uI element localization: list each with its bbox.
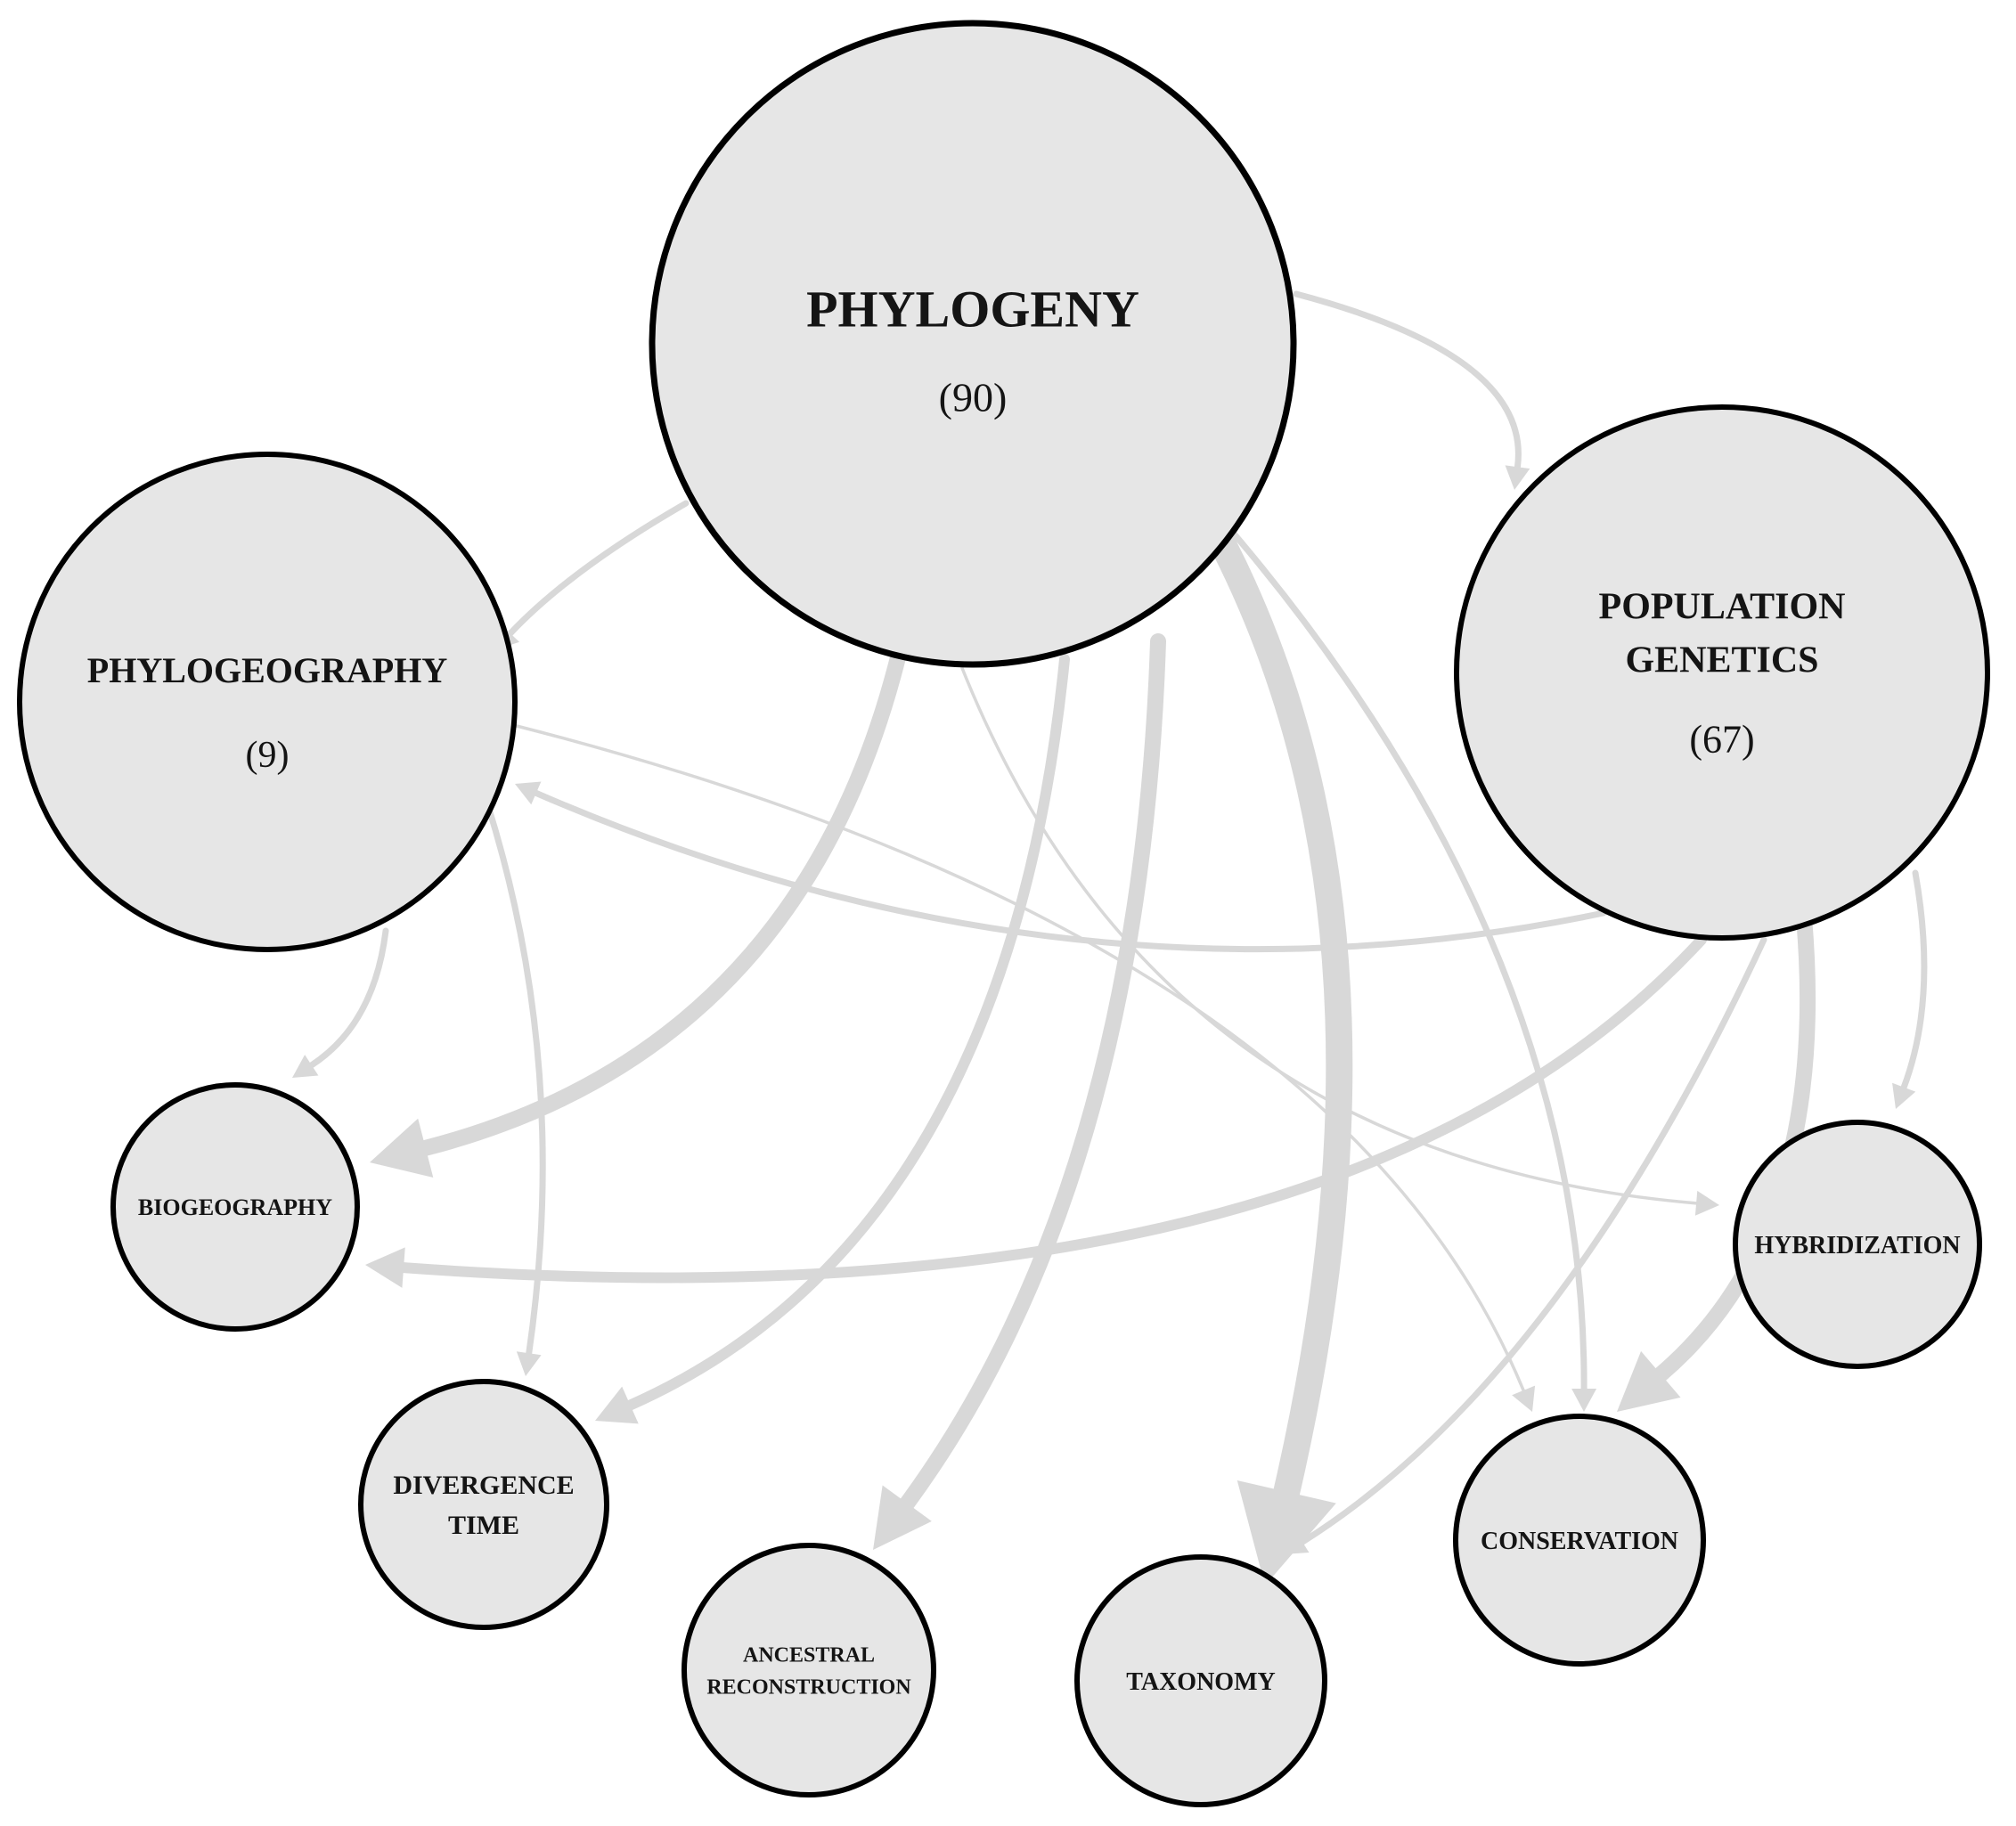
edge-line [1900, 869, 1928, 1091]
edge-arrowhead [515, 781, 542, 805]
node-biogeography: BIOGEOGRAPHY [110, 1082, 360, 1332]
edge-arrowhead [1694, 1190, 1719, 1216]
edge-line [960, 666, 1698, 1205]
node-count: (9) [246, 735, 290, 776]
edge-line [507, 500, 690, 637]
edge-arrowhead [1512, 1385, 1536, 1412]
edge-arrowhead [516, 1351, 542, 1376]
edge-phylogeny-to-phylogeography [494, 500, 690, 650]
node-label: BIOGEOGRAPHY [138, 1194, 332, 1220]
edge-population-genetics-to-taxonomy [1283, 936, 1767, 1554]
node-circle [1454, 404, 1990, 941]
edge-phylogeny-to-biogeography [370, 642, 908, 1178]
node-label: CONSERVATION [1481, 1528, 1678, 1555]
edge-arrowhead [1505, 465, 1530, 490]
nodes-layer: PHYLOGENY (90) PHYLOGEOGRAPHY (9) POPULATION… [17, 20, 1990, 1807]
edge-phylogeny-to-divergence-time [595, 654, 1070, 1424]
node-hybridization: HYBRIDIZATION [1733, 1120, 1982, 1369]
edge-line [624, 654, 1070, 1411]
edge-line [417, 642, 908, 1156]
edge-population-genetics-to-hybridization [1892, 869, 1928, 1109]
node-label: DIVERGENCE [393, 1471, 574, 1500]
node-circle [17, 452, 518, 952]
node-circle [649, 20, 1297, 668]
edge-arrowhead [1237, 1480, 1336, 1586]
edge-line [485, 803, 546, 1357]
edge-arrowhead [1283, 1531, 1310, 1554]
node-label: HYBRIDIZATION [1754, 1232, 1960, 1259]
edge-arrowhead [370, 1118, 434, 1178]
node-count: (90) [939, 374, 1008, 420]
edge-line [515, 724, 1525, 1392]
edge-phylogeny-to-taxonomy [1185, 485, 1353, 1586]
node-label: GENETICS [1625, 640, 1818, 681]
edge-arrowhead [1892, 1082, 1916, 1109]
node-label: PHYLOGENY [806, 280, 1139, 338]
edge-line [1208, 504, 1587, 1392]
edge-phylogeny-to-ancestral-reconstruction [873, 633, 1166, 1550]
node-label: TIME [448, 1511, 519, 1540]
edge-arrowhead [873, 1485, 932, 1550]
node-population-genetics: POPULATION GENETICS (67) [1454, 404, 1990, 941]
edge-arrowhead [1617, 1350, 1681, 1412]
edge-phylogeny-to-hybridization [960, 666, 1719, 1216]
node-taxonomy: TAXONOMY [1074, 1554, 1327, 1807]
edge-phylogeny-to-population-genetics [1293, 290, 1530, 490]
edge-line [899, 633, 1166, 1512]
node-phylogeography: PHYLOGEOGRAPHY (9) [17, 452, 518, 952]
edge-line [308, 927, 389, 1069]
node-phylogeny: PHYLOGENY (90) [649, 20, 1297, 668]
edge-phylogeography-to-biogeography [292, 927, 389, 1078]
node-divergence-time: DIVERGENCE TIME [358, 1379, 609, 1630]
edge-population-genetics-to-phylogeography [515, 781, 1607, 953]
edge-arrowhead [292, 1055, 319, 1078]
node-ancestral-reconstruction: ANCESTRAL RECONSTRUCTION [682, 1543, 936, 1797]
node-circle [1074, 1554, 1327, 1807]
edge-population-genetics-to-biogeography [365, 934, 1707, 1288]
edge-phylogeography-to-divergence-time [485, 803, 546, 1376]
node-count: (67) [1689, 718, 1754, 762]
node-circle [1453, 1414, 1706, 1667]
edge-line [1185, 485, 1353, 1505]
node-label: ANCESTRAL [743, 1643, 875, 1667]
node-label: PHYLOGEOGRAPHY [87, 650, 448, 690]
edge-line [1299, 936, 1767, 1545]
edge-line [533, 789, 1607, 953]
edge-line [1293, 290, 1522, 470]
node-label: POPULATION [1599, 587, 1846, 628]
node-circle [1733, 1120, 1982, 1369]
node-label: RECONSTRUCTION [706, 1675, 911, 1699]
node-circle [682, 1543, 936, 1797]
edge-arrowhead [365, 1247, 405, 1288]
edge-phylogeny-to-conservation [1208, 504, 1597, 1412]
node-circle [358, 1379, 609, 1630]
node-conservation: CONSERVATION [1453, 1414, 1706, 1667]
edge-arrowhead [1571, 1388, 1597, 1412]
node-circle [110, 1082, 360, 1332]
node-label: TAXONOMY [1126, 1668, 1275, 1696]
edge-phylogeography-to-conservation [515, 724, 1536, 1412]
edge-arrowhead [595, 1386, 639, 1424]
edge-line [398, 934, 1707, 1284]
